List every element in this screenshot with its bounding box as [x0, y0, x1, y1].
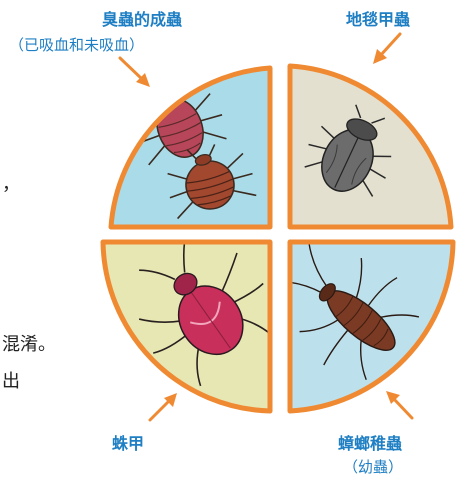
arrow-to-spider-beetle-icon [150, 393, 177, 420]
spider-beetle-panel [103, 215, 292, 411]
arrow-to-carpet-beetle-icon [373, 34, 400, 64]
bedbug-panel [111, 68, 270, 227]
carpet-beetle-panel [290, 66, 451, 227]
arrow-to-cockroach-nymph-icon [386, 391, 412, 418]
cockroach-nymph-panel [247, 213, 453, 411]
arrow-to-bedbug-icon [120, 58, 150, 87]
